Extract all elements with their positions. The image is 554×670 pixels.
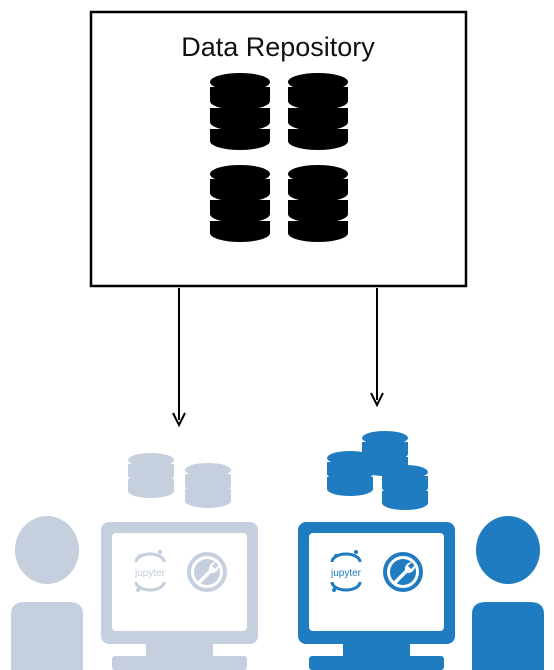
database-icon bbox=[288, 73, 348, 150]
database-icon bbox=[327, 431, 428, 510]
repository-box bbox=[89, 10, 468, 288]
arrow-to-inactive-workstation bbox=[172, 288, 186, 428]
user-avatar bbox=[472, 516, 544, 670]
wrench-icon bbox=[383, 552, 423, 592]
inactive-workstation: jupyter bbox=[11, 453, 258, 670]
database-icon bbox=[128, 453, 231, 508]
user-avatar bbox=[11, 516, 83, 670]
jupyter-label: jupyter bbox=[330, 568, 362, 579]
active-workstation: jupyter bbox=[298, 431, 544, 670]
database-icon bbox=[210, 165, 270, 242]
database-icon bbox=[210, 73, 270, 150]
jupyter-label: jupyter bbox=[134, 568, 166, 579]
jupyter-icon: jupyter bbox=[330, 550, 362, 592]
arrow-to-active-workstation bbox=[370, 288, 384, 408]
computer-monitor bbox=[298, 522, 455, 670]
wrench-icon bbox=[187, 552, 227, 592]
database-icon bbox=[288, 165, 348, 242]
computer-monitor bbox=[101, 522, 258, 670]
data-repository: Data Repository bbox=[89, 10, 468, 288]
jupyter-icon: jupyter bbox=[134, 550, 166, 592]
repository-title: Data Repository bbox=[181, 32, 375, 62]
